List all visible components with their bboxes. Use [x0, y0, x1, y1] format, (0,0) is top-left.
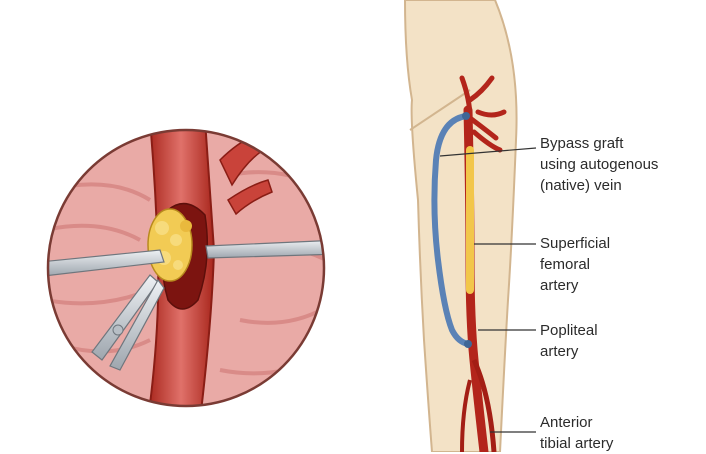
- label-superficial-femoral: Superficial femoral artery: [540, 233, 610, 296]
- leader-line-bypass: [439, 147, 537, 157]
- label-anterior-tibial: Anterior tibial artery: [540, 412, 613, 454]
- label-line: Bypass graft: [540, 135, 624, 152]
- leg-outline: [403, 0, 518, 452]
- label-line: artery: [540, 343, 579, 360]
- proximal-anastomosis: [462, 112, 470, 120]
- inset-circle-border: [46, 128, 326, 408]
- label-line: Anterior: [540, 414, 593, 431]
- bypass-graft-vein: [431, 113, 471, 347]
- muscle-fiber: [48, 223, 141, 242]
- label-line: femoral: [540, 256, 591, 273]
- surgical-forceps: [91, 274, 165, 371]
- left-retractor: [48, 249, 165, 277]
- tibial-artery-branch: [460, 379, 472, 452]
- label-line: Superficial: [540, 235, 611, 252]
- iliac-artery: [459, 75, 507, 153]
- label-line: tibial artery: [540, 435, 614, 452]
- tibial-artery-branch: [471, 358, 497, 452]
- label-popliteal: Popliteal artery: [540, 320, 598, 362]
- label-line: Popliteal: [540, 322, 598, 339]
- right-retractor: [205, 239, 324, 259]
- label-line: (native) vein: [540, 177, 622, 194]
- label-line: artery: [540, 277, 579, 294]
- label-bypass-graft: Bypass graft using autogenous (native) v…: [540, 133, 658, 196]
- artery-branch: [227, 179, 273, 216]
- label-line: using autogenous: [540, 156, 659, 173]
- distal-anastomosis: [464, 340, 472, 348]
